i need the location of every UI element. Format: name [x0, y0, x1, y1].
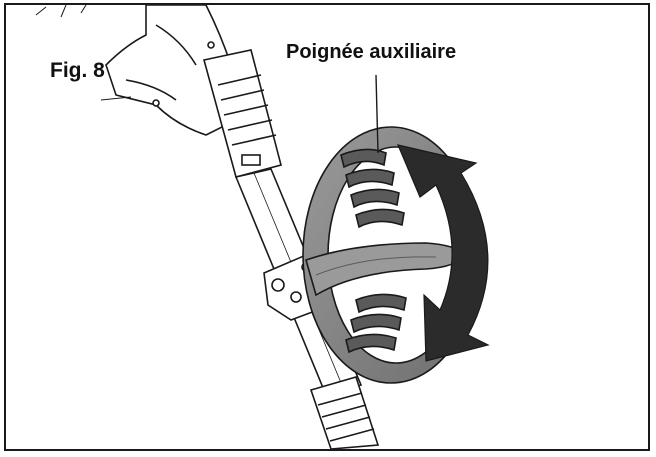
shaft-lower-collar: [309, 376, 380, 449]
illustration: [35, 5, 490, 449]
callout-leader-line: [375, 74, 379, 154]
shaft-upper-collar: [203, 49, 282, 178]
figure-label: Fig. 8: [50, 59, 105, 82]
auxiliary-handle-callout: Poignée auxiliaire: [286, 41, 457, 63]
tool-body: [35, 5, 247, 136]
rotation-arrow-icon: [396, 144, 490, 362]
figure-frame: Fig. 8 Poignée auxiliaire: [4, 3, 650, 451]
